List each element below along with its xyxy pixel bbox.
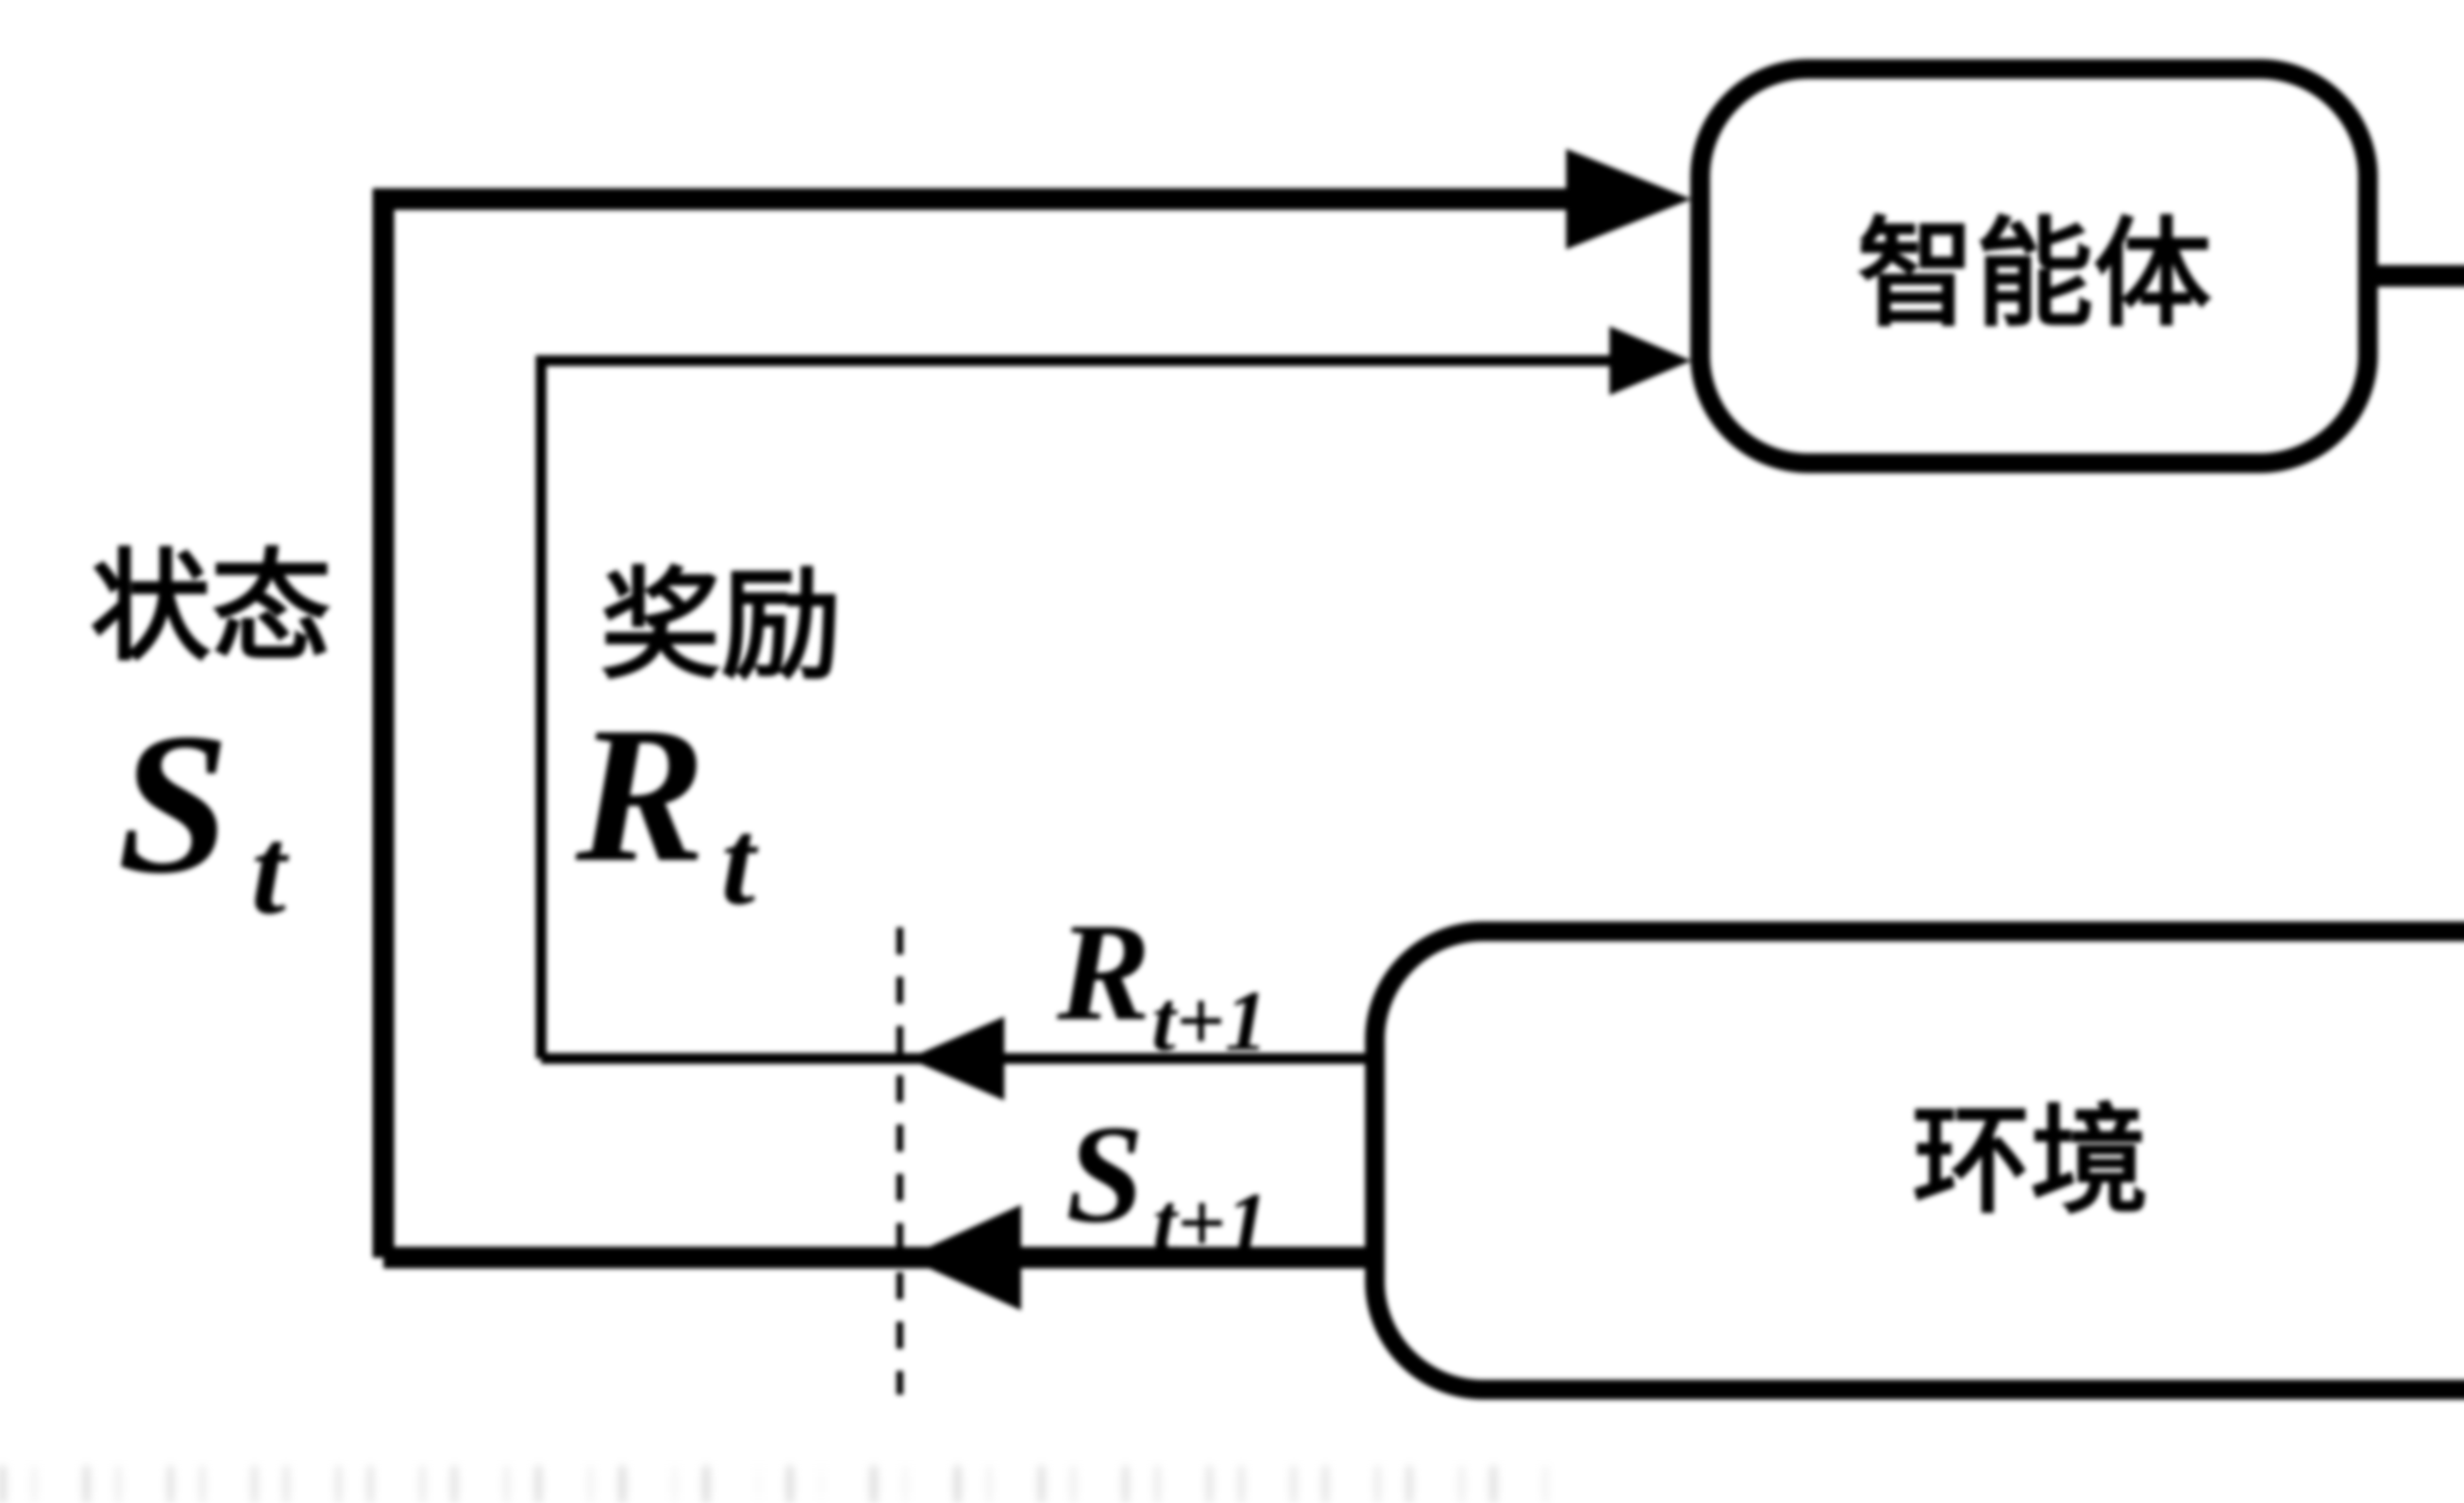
state-feedback-line [373, 188, 1572, 1258]
state-into-agent-arrowhead [1566, 149, 1691, 249]
reward-symbol-subscript: t [721, 794, 758, 930]
next-reward-symbol: R [1055, 894, 1151, 1050]
next-state-subscript: t+1 [1153, 1175, 1269, 1270]
environment-box [1365, 922, 2464, 1400]
reward-into-agent-arrowhead [1609, 326, 1691, 395]
next-state-symbol: S [1066, 1096, 1144, 1252]
agent-box [1690, 59, 2378, 473]
next-state-arrowhead [906, 1205, 1021, 1310]
next-reward-arrowhead [908, 1017, 1004, 1100]
state-symbol-subscript: t [251, 801, 290, 940]
agent-box-label: 智能体 [1857, 204, 2212, 343]
state-symbol: S [117, 691, 230, 915]
next-state-label-group: S t+1 [1066, 1096, 1269, 1270]
next-reward-subscript: t+1 [1152, 973, 1268, 1068]
state-caption: 状态 [90, 536, 332, 678]
reward-symbol: R [573, 687, 706, 902]
environment-box-label: 环境 [1912, 1091, 2149, 1230]
reward-caption: 奖励 [600, 554, 842, 696]
reward-feedback-line [536, 355, 1612, 1059]
cropped-caption-text-sliver [0, 1466, 1557, 1503]
state-label-group: 状态 S t [90, 536, 332, 940]
reward-label-group: 奖励 R t [573, 554, 842, 930]
next-reward-label-group: R t+1 [1055, 894, 1268, 1068]
